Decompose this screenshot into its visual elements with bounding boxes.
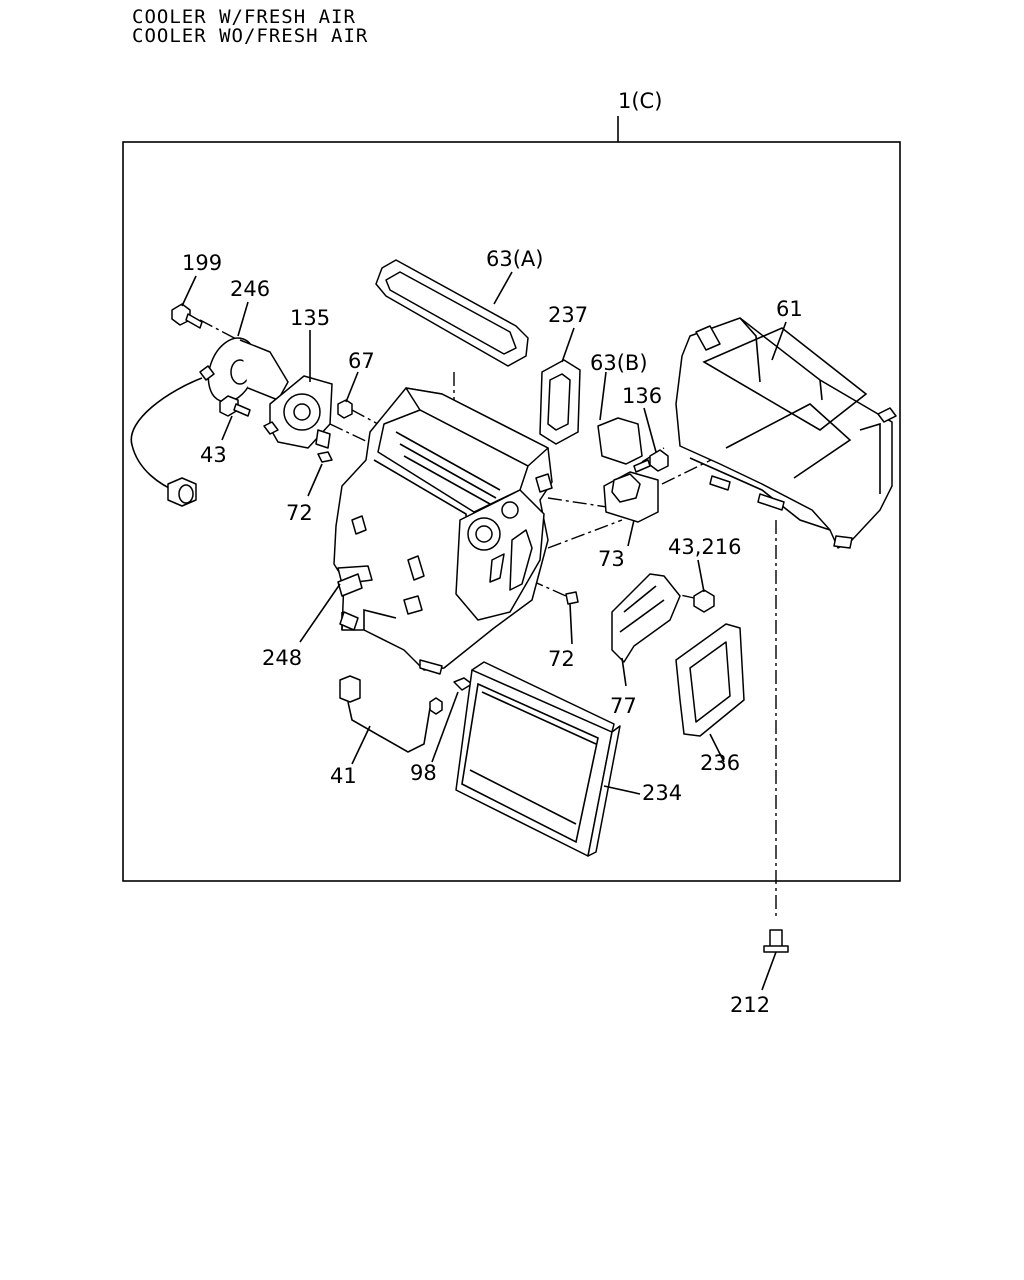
part-72-clip-upper: [317, 451, 333, 463]
label-236: 236: [700, 751, 740, 775]
part-43-bolt-left: [219, 395, 251, 417]
part-77-cover: [611, 573, 681, 663]
part-43-216-bolt: [693, 589, 715, 613]
label-61: 61: [776, 297, 803, 321]
leader-67: [345, 371, 359, 403]
part-135-blower-motor: [263, 375, 333, 449]
label-43: 43: [200, 443, 227, 467]
label-67: 67: [348, 349, 375, 373]
header-line-1: COOLER W/FRESH AIR: [132, 6, 356, 28]
part-234-evaporator: [455, 661, 621, 857]
leader-41: [351, 725, 371, 765]
leader-234: [603, 785, 641, 795]
label-assembly-1c: 1(C): [618, 89, 662, 113]
leader-212: [761, 951, 777, 991]
part-72-clip-lower: [565, 591, 579, 605]
label-77: 77: [610, 694, 637, 718]
label-234: 234: [642, 781, 682, 805]
label-63b: 63(B): [590, 351, 648, 375]
label-212: 212: [730, 993, 770, 1017]
leader-72-lower: [569, 603, 573, 645]
label-246: 246: [230, 277, 270, 301]
part-73-actuator: [603, 471, 659, 523]
part-63b-seal: [597, 417, 643, 465]
dash-73b: [547, 519, 623, 549]
label-41: 41: [330, 764, 357, 788]
part-67-clip: [337, 399, 353, 419]
leader-237: [561, 327, 575, 363]
leader-73: [627, 519, 635, 547]
dash-135: [329, 423, 373, 445]
part-136-screw: [633, 449, 669, 473]
leader-246: [237, 301, 249, 337]
leader-77: [621, 657, 627, 687]
part-248-bracket: [337, 573, 363, 597]
leader-98: [431, 691, 459, 763]
part-199-screw: [171, 303, 203, 329]
label-248: 248: [262, 646, 302, 670]
label-43-216: 43,216: [668, 535, 741, 559]
label-135: 135: [290, 306, 330, 330]
label-72-lower: 72: [548, 647, 575, 671]
leader-43-left: [221, 415, 233, 441]
leader-43-216: [697, 559, 705, 593]
part-236-frame-seal: [675, 623, 745, 737]
leader-199: [181, 275, 197, 307]
dash-67: [351, 409, 379, 425]
motor-harness-wire: [130, 377, 203, 493]
dash-199: [199, 319, 239, 341]
part-237-gasket: [539, 359, 581, 445]
leader-248: [299, 583, 341, 643]
label-199: 199: [182, 251, 222, 275]
main-blower-case: [333, 387, 553, 675]
part-41-sensor: [339, 675, 443, 753]
header-line-2: COOLER WO/FRESH AIR: [132, 25, 369, 47]
part-212-bolt: [763, 929, 789, 953]
label-63a: 63(A): [486, 247, 543, 271]
label-72-upper: 72: [286, 501, 313, 525]
label-98: 98: [410, 761, 437, 785]
assembly-frame: [122, 141, 901, 882]
leader-72-upper: [307, 463, 323, 497]
leader-63a: [493, 271, 513, 305]
leader-136: [643, 407, 657, 453]
label-73: 73: [598, 547, 625, 571]
part-246-motor-cover: [199, 337, 289, 403]
harness-connector: [167, 477, 197, 507]
part-61-housing: [675, 317, 897, 549]
label-237: 237: [548, 303, 588, 327]
label-136: 136: [622, 384, 662, 408]
part-63a-seal: [375, 259, 529, 367]
leader-61: [771, 321, 787, 361]
leader-63b: [599, 371, 607, 421]
leader-236: [709, 733, 725, 763]
